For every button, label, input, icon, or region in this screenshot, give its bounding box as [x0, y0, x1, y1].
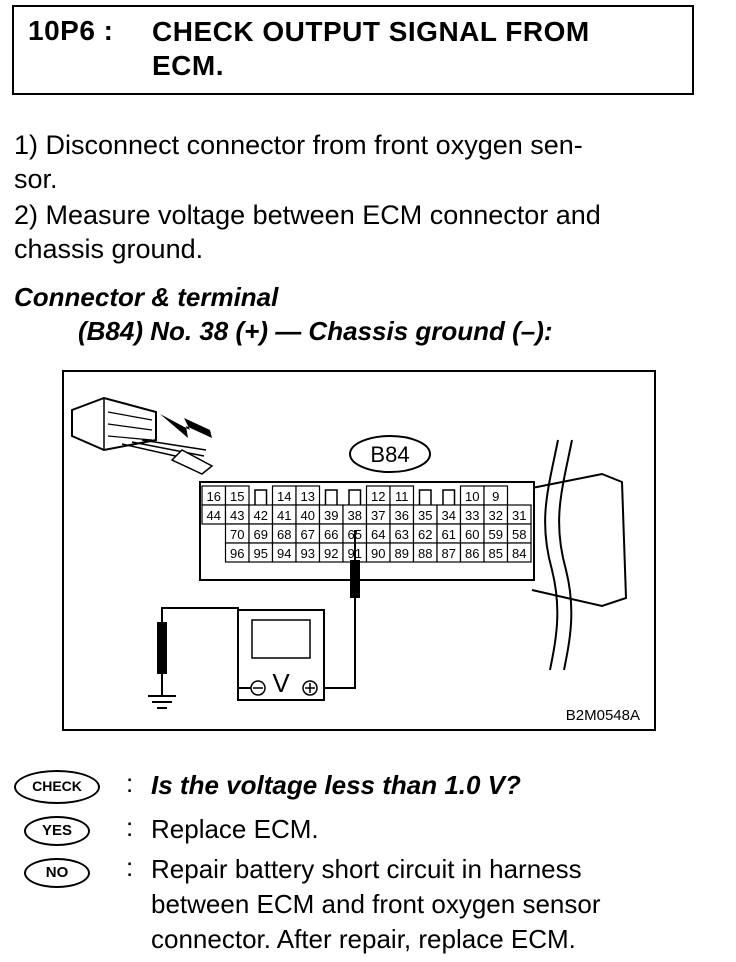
pin-number: 44 — [207, 508, 221, 523]
pin-number: 14 — [277, 489, 291, 504]
pin-number: 16 — [207, 489, 221, 504]
pin-number: 40 — [301, 508, 315, 523]
yes-badge: YES — [24, 816, 90, 846]
pin-number: 15 — [230, 489, 244, 504]
step-1: 1) Disconnect connector from front oxyge… — [14, 128, 704, 196]
pin-number: 41 — [277, 508, 291, 523]
pin-number: 35 — [418, 508, 432, 523]
pin-number: 63 — [395, 527, 409, 542]
pin-number: 87 — [442, 546, 456, 561]
step-1-line-1: 1) Disconnect connector from front oxyge… — [14, 130, 583, 160]
pin-number: 84 — [512, 546, 526, 561]
pin-number: 9 — [492, 489, 499, 504]
break-line-1 — [544, 439, 559, 671]
voltmeter-display — [251, 619, 311, 659]
pin-number: 38 — [348, 508, 362, 523]
pin-number: 69 — [254, 527, 268, 542]
connector-key-notch — [254, 489, 268, 505]
pin-number: 85 — [489, 546, 503, 561]
pin-number: 32 — [489, 508, 503, 523]
page-title: CHECK OUTPUT SIGNAL FROM ECM. — [152, 15, 672, 83]
pin-number: 90 — [371, 546, 385, 561]
figure-code: B2M0548A — [566, 707, 640, 724]
pin-cell — [506, 542, 532, 563]
pin-number: 37 — [371, 508, 385, 523]
no-colon: : — [126, 852, 134, 882]
step-2: 2) Measure voltage between ECM connector… — [14, 198, 704, 266]
step-2-line-1: 2) Measure voltage between ECM connector… — [14, 200, 601, 230]
pin-number: 39 — [324, 508, 338, 523]
connector-terminal-title: Connector & terminal — [14, 282, 279, 312]
step-code: 10P6 : — [28, 15, 114, 46]
positive-lead — [320, 530, 356, 689]
positive-probe — [350, 560, 360, 598]
step-2-line-2: chassis ground. — [14, 234, 204, 264]
pin-number: 60 — [465, 527, 479, 542]
title-line-2: ECM. — [152, 50, 224, 81]
connector-label: B84 — [370, 442, 409, 467]
pin-number: 95 — [254, 546, 268, 561]
pin-number: 12 — [371, 489, 385, 504]
pin-number: 58 — [512, 527, 526, 542]
pin-number: 68 — [277, 527, 291, 542]
pin-number: 61 — [442, 527, 456, 542]
yes-action: Replace ECM. — [151, 814, 319, 844]
connector-label-ellipse — [349, 435, 431, 473]
no-action-line-2: between ECM and front oxygen sensor — [151, 889, 601, 919]
no-action-line-3: connector. After repair, replace ECM. — [151, 924, 576, 954]
pin-number: 36 — [395, 508, 409, 523]
pin-number: 86 — [465, 546, 479, 561]
pin-number: 31 — [512, 508, 526, 523]
connector-icon — [71, 396, 214, 475]
pin-number: 66 — [324, 527, 338, 542]
pin-number: 96 — [230, 546, 244, 561]
pin-number: 10 — [465, 489, 479, 504]
pin-number: 34 — [442, 508, 456, 523]
wiring-figure: B84 16 15 14 13 12 11 10 9 44 43 42 41 40 39 38 37 36 35 3… — [62, 370, 656, 731]
pin-number: 64 — [371, 527, 385, 542]
arrow-icon — [160, 414, 212, 438]
title-line-1: CHECK OUTPUT SIGNAL FROM — [152, 16, 590, 47]
pin-number: 70 — [230, 527, 244, 542]
check-badge: CHECK — [14, 770, 100, 804]
pin-number: 59 — [489, 527, 503, 542]
ground-symbol-icon — [148, 674, 176, 709]
pin-number: 93 — [301, 546, 315, 561]
pin-number: 43 — [230, 508, 244, 523]
check-question: Is the voltage less than 1.0 V? — [151, 770, 521, 800]
pin-number: 94 — [277, 546, 291, 561]
step-1-line-2: sor. — [14, 164, 58, 194]
pin-number: 88 — [418, 546, 432, 561]
pin-number: 89 — [395, 546, 409, 561]
harness-outline — [531, 472, 628, 608]
pin-number: 42 — [254, 508, 268, 523]
pin-grid: 16 15 14 13 12 11 10 9 44 43 42 41 40 39 38 37 36 35 34 33 3… — [201, 485, 532, 563]
pin-number: 33 — [465, 508, 479, 523]
connector-key-notch — [348, 489, 362, 505]
pin-number: 13 — [301, 489, 315, 504]
voltmeter-symbol: V — [272, 668, 290, 698]
connector-key-notch — [324, 489, 338, 505]
ground-probe — [157, 622, 167, 674]
header-box: 10P6 : CHECK OUTPUT SIGNAL FROM ECM. — [12, 5, 694, 95]
connector-terminal-spec: (B84) No. 38 (+) — Chassis ground (–): — [78, 316, 553, 346]
pin-number: 67 — [301, 527, 315, 542]
pin-number: 92 — [324, 546, 338, 561]
no-action-line-1: Repair battery short circuit in harness — [151, 854, 582, 884]
connector-key-notch — [442, 489, 456, 505]
no-badge: NO — [24, 858, 90, 888]
break-line-2 — [558, 439, 573, 671]
connector-key-notch — [418, 489, 432, 505]
ground-lead — [161, 607, 251, 689]
pin-number: 11 — [395, 489, 409, 504]
no-action: Repair battery short circuit in harness … — [151, 852, 691, 957]
pin-number: 62 — [418, 527, 432, 542]
check-colon: : — [126, 768, 134, 798]
yes-colon: : — [126, 812, 134, 842]
